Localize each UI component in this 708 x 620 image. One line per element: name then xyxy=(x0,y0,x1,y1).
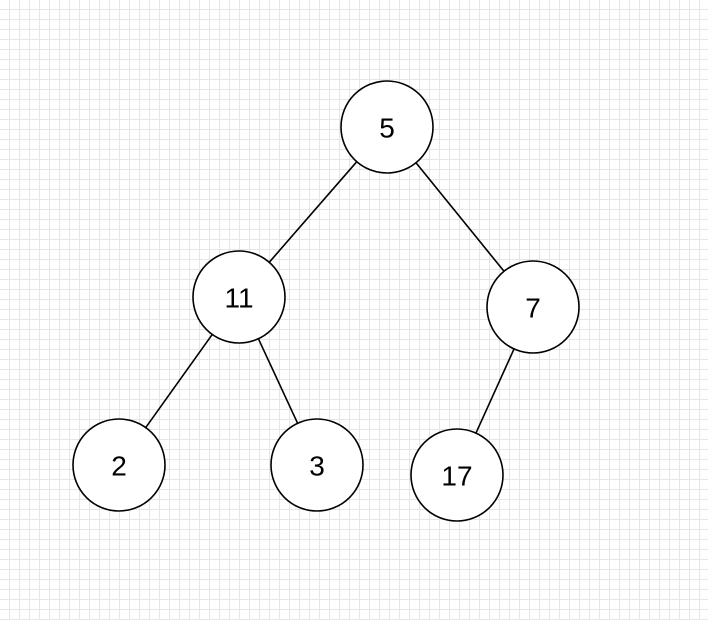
tree-edge xyxy=(268,161,358,263)
node-circle xyxy=(192,250,286,344)
node-label: 7 xyxy=(525,293,541,324)
node-label: 11 xyxy=(224,283,253,314)
node-label: 2 xyxy=(111,451,127,482)
edges-layer xyxy=(145,161,515,434)
tree-edge xyxy=(415,162,505,272)
tree-edge xyxy=(145,333,213,429)
tree-node: 3 xyxy=(270,418,364,512)
nodes-layer: 5 11 7 2 3 17 xyxy=(72,80,580,522)
tree-node: 11 xyxy=(192,250,286,344)
node-label: 17 xyxy=(441,461,472,492)
tree-node: 2 xyxy=(72,418,166,512)
node-label: 5 xyxy=(379,113,395,144)
node-circle xyxy=(270,418,364,512)
tree-node: 5 xyxy=(340,80,434,174)
tree-edge xyxy=(475,348,515,434)
tree-node: 7 xyxy=(486,260,580,354)
node-circle xyxy=(340,80,434,174)
node-circle xyxy=(410,428,504,522)
node-circle xyxy=(486,260,580,354)
tree-edge xyxy=(257,338,299,424)
tree-node: 17 xyxy=(410,428,504,522)
node-circle xyxy=(72,418,166,512)
node-label: 3 xyxy=(309,451,325,482)
